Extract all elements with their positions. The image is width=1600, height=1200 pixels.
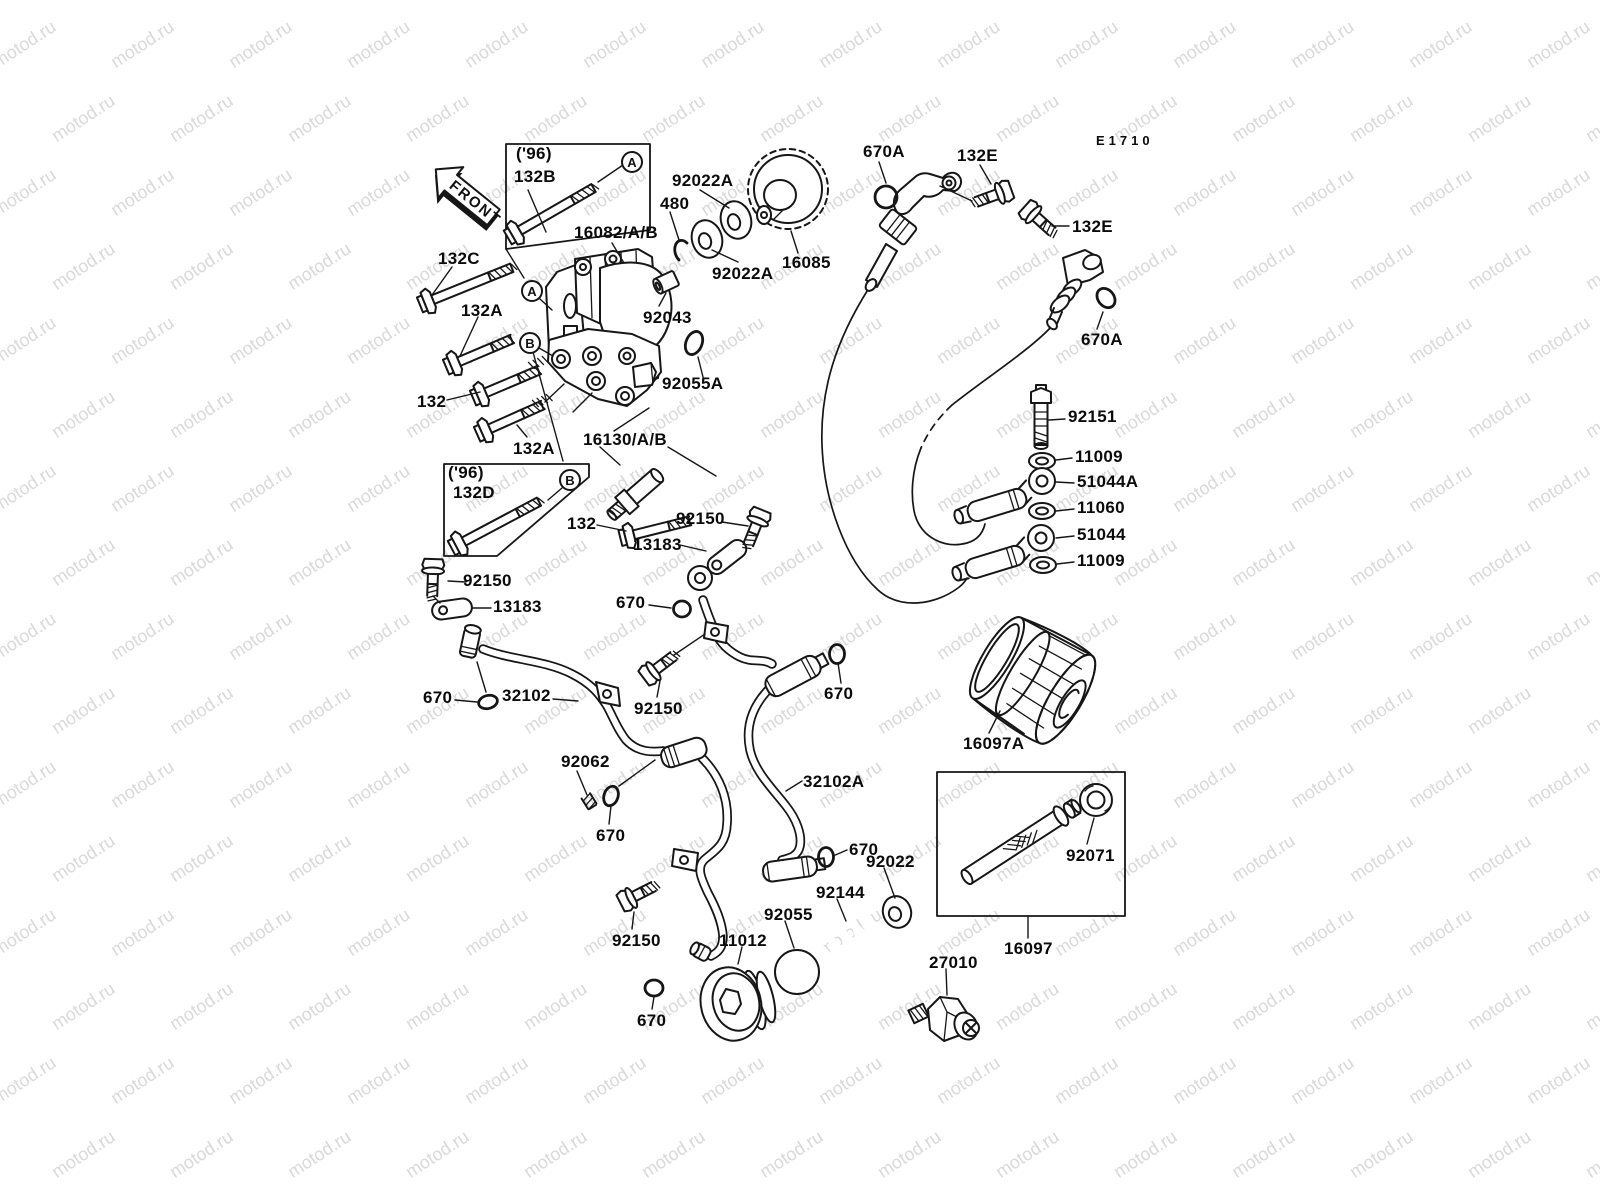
- part-label-92022a-1: 92022A: [672, 171, 734, 190]
- switch-27010: [907, 996, 980, 1042]
- part-label-11009-1: 11009: [1075, 447, 1123, 466]
- oil-pipe-32102: [478, 644, 732, 961]
- part-label-670-3: 670: [824, 684, 854, 703]
- linkage-drawing: [864, 171, 1117, 331]
- part-label-480: 480: [660, 194, 690, 213]
- part-label-132b: 132B: [514, 167, 556, 186]
- part-label-16082: 16082/A/B: [574, 223, 658, 242]
- part-label-670-2: 670: [423, 688, 453, 707]
- part-label-132e-1: 132E: [957, 146, 998, 165]
- part-label-92022a-2: 92022A: [712, 264, 774, 283]
- part-label-11060: 11060: [1077, 498, 1125, 517]
- cap-11012: [699, 966, 777, 1042]
- part-label-132-2: 132: [567, 514, 597, 533]
- part-label-132e-2: 132E: [1072, 217, 1113, 236]
- part-label-92022: 92022: [866, 852, 915, 871]
- part-label-670-1: 670: [616, 593, 646, 612]
- part-label-132a-2: 132A: [513, 439, 555, 458]
- part-label-51044: 51044: [1077, 525, 1126, 544]
- part-label-27010: 27010: [929, 953, 978, 972]
- part-label-13183-1: 13183: [633, 535, 682, 554]
- part-label-16097: 16097: [1004, 939, 1053, 958]
- part-label-92071: 92071: [1066, 846, 1115, 865]
- banjo-stack-drawing: [951, 384, 1057, 582]
- part-label-132a-1: 132A: [461, 301, 503, 320]
- part-label-92151: 92151: [1068, 407, 1117, 426]
- part-label-670-4: 670: [596, 826, 626, 845]
- part-label-132d: 132D: [453, 483, 495, 502]
- circle-letter-b1: B: [525, 336, 534, 351]
- part-label-32102a: 32102A: [803, 772, 865, 791]
- part-label-96-note-b: ('96): [448, 463, 484, 482]
- part-label-670a-2: 670A: [1081, 330, 1123, 349]
- plates-and-bolts: [420, 177, 1065, 915]
- part-label-92055a: 92055A: [662, 374, 724, 393]
- oil-pipe-32102a: [698, 595, 806, 865]
- circle-letter-a1: A: [627, 155, 637, 170]
- part-label-51044a: 51044A: [1077, 472, 1139, 491]
- option-boxes: [443, 143, 651, 561]
- part-label-132-1: 132: [417, 392, 447, 411]
- part-label-92150-2: 92150: [463, 571, 512, 590]
- part-label-16130: 16130/A/B: [583, 430, 667, 449]
- part-label-92150-1: 92150: [676, 509, 725, 528]
- circle-letter-b2: B: [565, 473, 574, 488]
- part-label-670a-1: 670A: [863, 142, 905, 161]
- part-label-670-6: 670: [637, 1011, 667, 1030]
- part-label-11009-2: 11009: [1077, 551, 1125, 570]
- oring-92055a: [683, 330, 705, 356]
- part-label-92043: 92043: [643, 308, 692, 327]
- part-label-92062: 92062: [561, 752, 610, 771]
- oil-hose-cables: [820, 287, 1054, 604]
- part-label-92055: 92055: [764, 905, 813, 924]
- part-label-32102: 32102: [502, 686, 551, 705]
- relief-valve-parts: [699, 895, 980, 1042]
- part-label-670-5: 670: [849, 840, 879, 859]
- leader-lines: [431, 161, 1104, 1010]
- connector-circles: A A B B: [519, 151, 643, 491]
- circle-letter-a2: A: [527, 284, 537, 299]
- part-label-92150-4: 92150: [612, 931, 661, 950]
- part-label-11012: 11012: [719, 931, 767, 950]
- oil-filter-drawing: [968, 616, 1097, 745]
- part-label-13183-2: 13183: [493, 597, 542, 616]
- part-label-16085: 16085: [782, 253, 831, 272]
- part-label-96-note-a: ('96): [516, 144, 552, 163]
- pump-gear-drawing: [673, 148, 829, 262]
- diagram-code: E1710: [1096, 133, 1154, 148]
- part-label-92150-3: 92150: [634, 699, 683, 718]
- part-label-92144: 92144: [816, 883, 865, 902]
- dowel-pin-drawing: [652, 270, 680, 295]
- oil-filter-fitting-box: [936, 771, 1126, 917]
- pipe-fittings: [459, 565, 846, 998]
- oil-pump-drawing: [527, 248, 673, 408]
- part-label-16097a: 16097A: [963, 734, 1025, 753]
- oil-nozzle-drawing: [606, 468, 695, 552]
- part-label-132c: 132C: [438, 249, 480, 268]
